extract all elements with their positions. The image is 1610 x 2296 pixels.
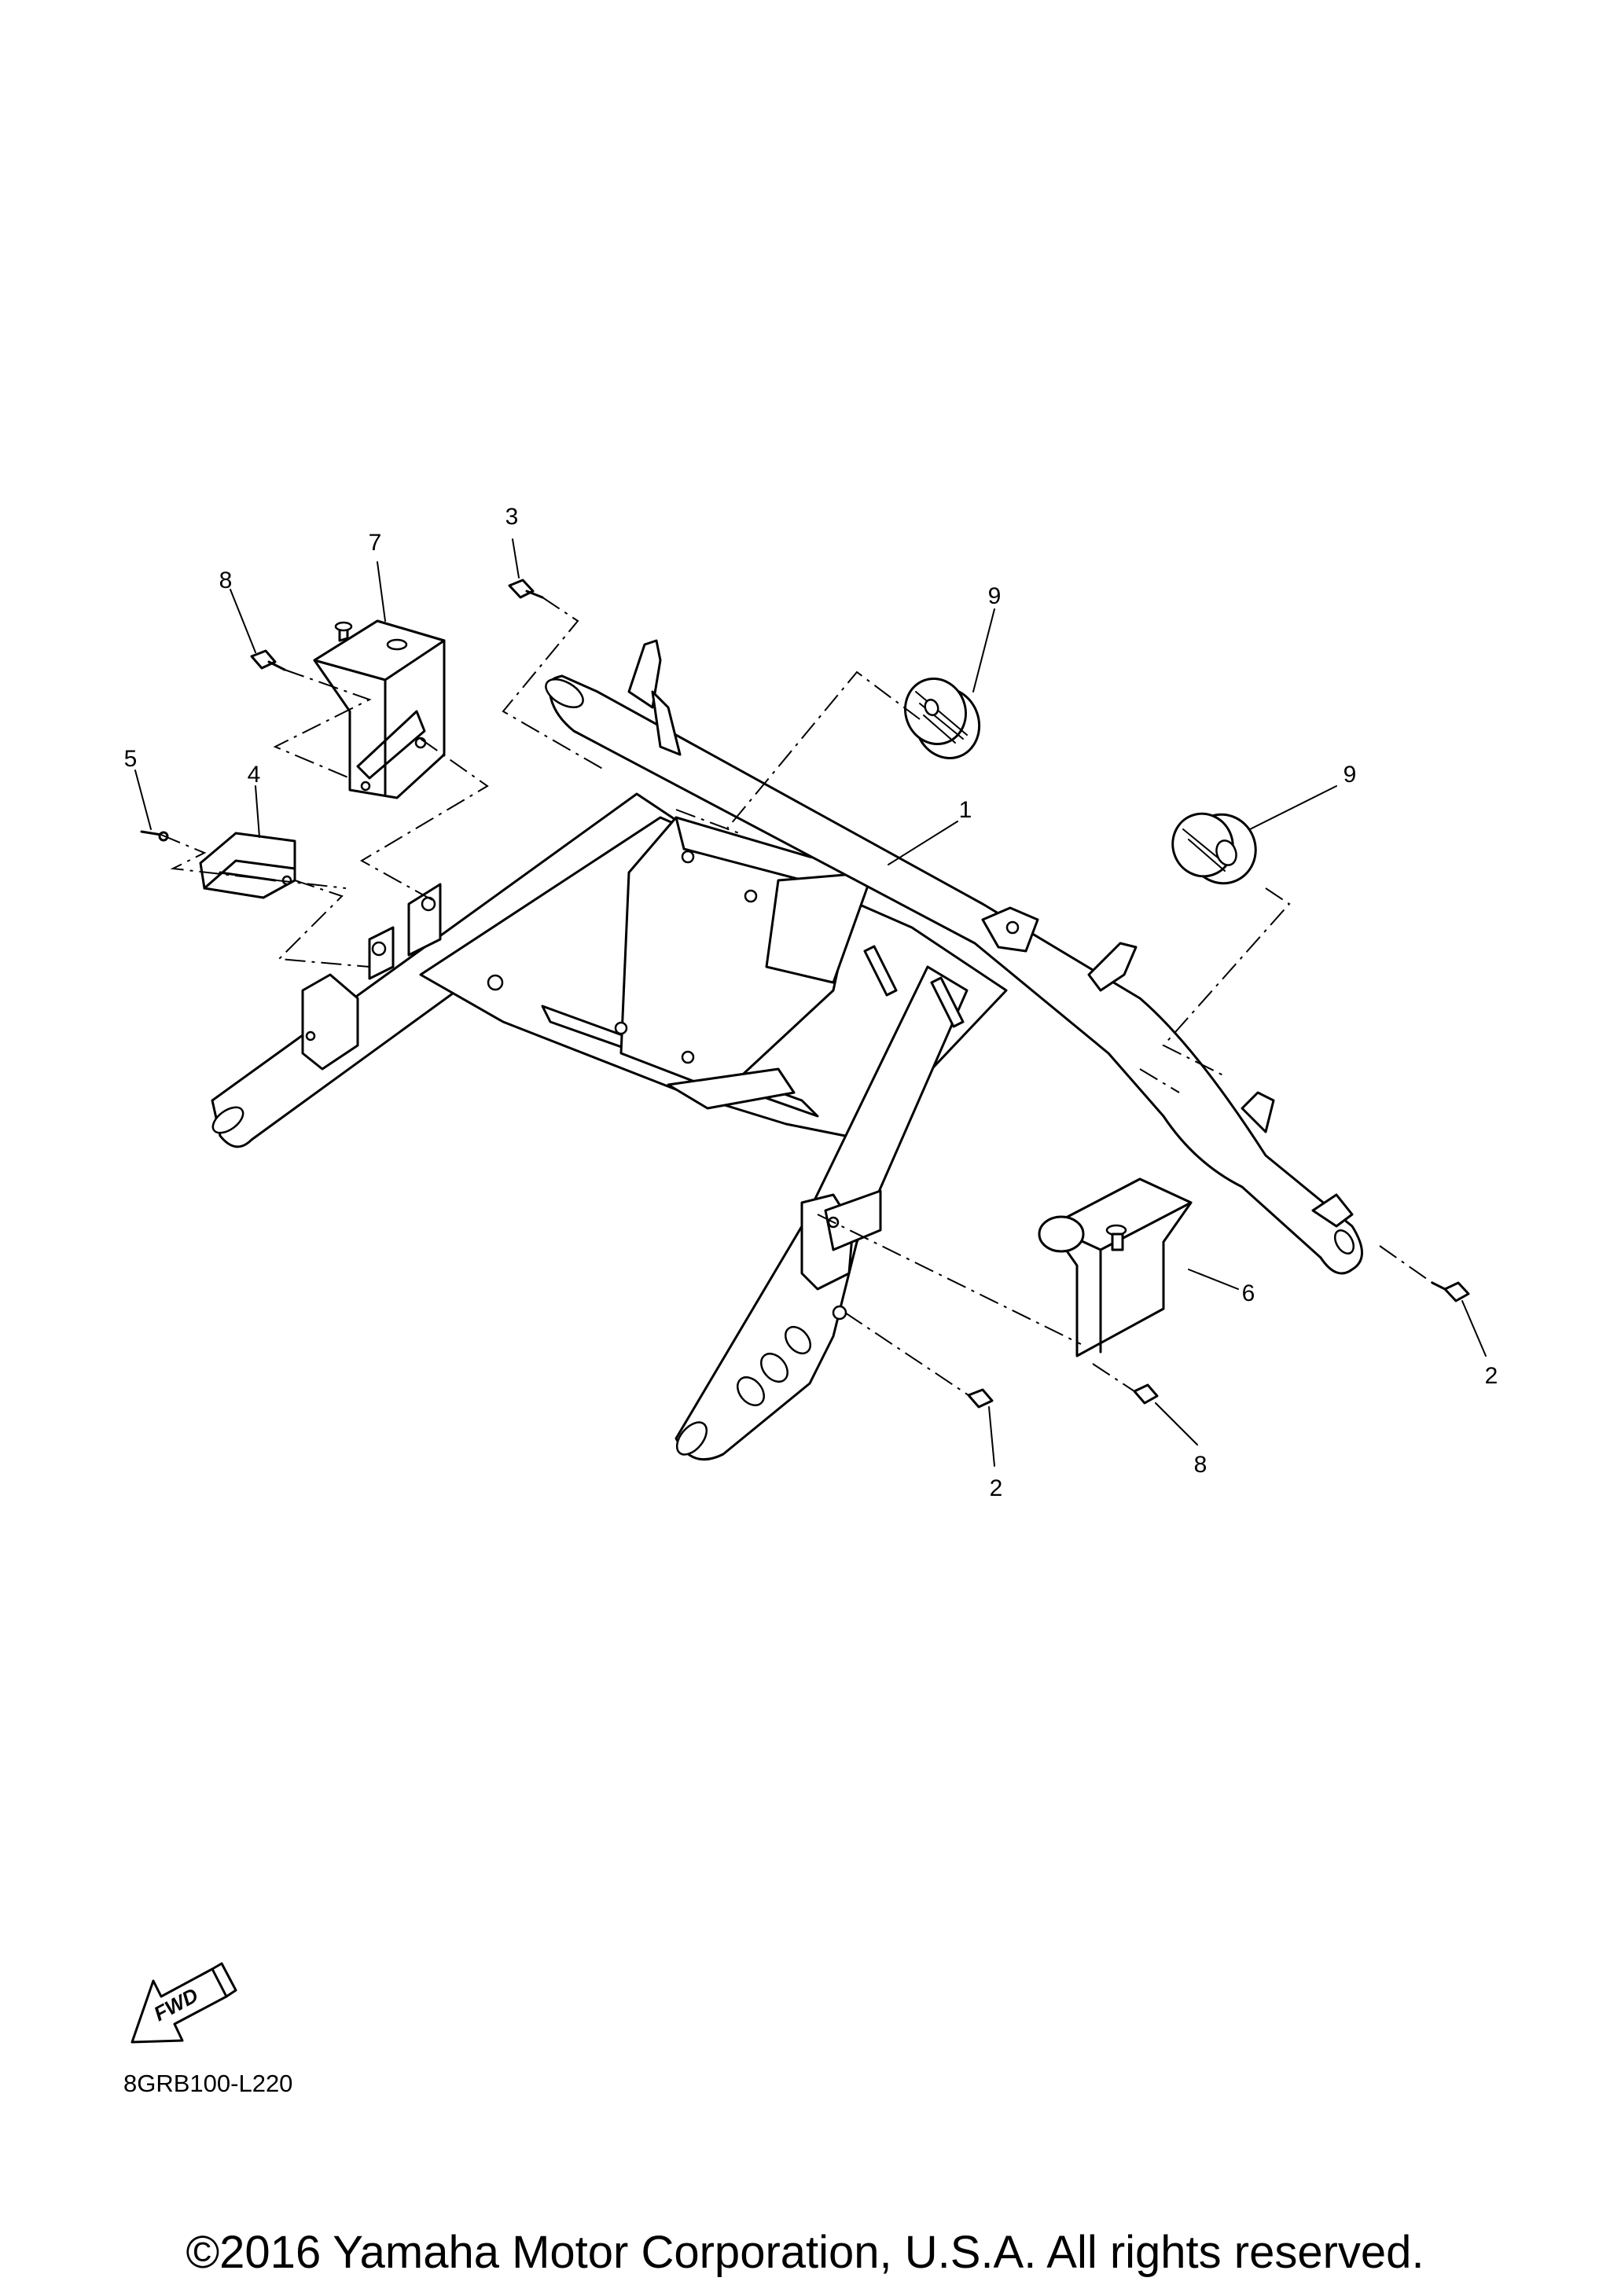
tube-window-2 — [760, 1352, 788, 1383]
callout-4: 4 — [248, 762, 261, 788]
bolt-2-rear — [1431, 1281, 1470, 1302]
left-gusset — [301, 973, 359, 1071]
callout-6: 6 — [1242, 1280, 1255, 1306]
tube-end-left — [211, 1106, 244, 1134]
grommet-9-lower — [1171, 812, 1257, 885]
callout-7: 7 — [369, 530, 382, 556]
tube-window-3 — [784, 1325, 812, 1355]
gusset-hole — [305, 1030, 316, 1041]
callout-2-lower: 2 — [990, 1475, 1003, 1501]
lower-tab — [667, 1067, 796, 1110]
box-hole-4 — [681, 1050, 695, 1064]
bracket-6 — [1038, 1177, 1193, 1357]
bolt-3 — [508, 579, 544, 599]
upper-tab-5 — [1241, 1091, 1275, 1133]
tube-end-rear — [1333, 1229, 1355, 1255]
tube-window-1 — [737, 1376, 765, 1407]
tab-hole-1 — [1005, 920, 1020, 935]
callout-3: 3 — [505, 504, 519, 530]
leader-lines — [134, 538, 1487, 1467]
stud-1 — [863, 945, 898, 997]
copyright-notice: ©2016 Yamaha Motor Corporation, U.S.A. A… — [186, 2227, 1424, 2278]
main-frame — [211, 639, 1363, 1461]
callout-numbers: 3 7 8 9 5 4 9 1 6 2 2 8 — [124, 504, 1498, 1501]
assembly-guides — [160, 597, 1433, 1396]
box-hole-2 — [744, 889, 758, 903]
box-hole-1 — [681, 850, 695, 864]
tube-end-top — [545, 678, 584, 709]
bolt-8-upper — [250, 649, 286, 671]
tube-bolt-hole — [832, 1305, 847, 1321]
diagram-code: 8GRB100-L220 — [123, 2070, 292, 2097]
stud-2 — [930, 976, 965, 1028]
rear-mount-tab — [824, 1189, 882, 1251]
callout-8-upper: 8 — [219, 568, 233, 593]
clip-4 — [199, 832, 296, 899]
bracket-7 — [313, 619, 446, 799]
grommet-9-upper — [904, 677, 981, 759]
fwd-arrow-icon: FWD — [130, 1962, 237, 2044]
bolt-8-lower — [1133, 1383, 1159, 1405]
upper-tab-2 — [651, 690, 682, 756]
tube-end-right — [675, 1421, 708, 1456]
callout-9-lower: 9 — [1344, 762, 1357, 788]
callout-2-rear: 2 — [1485, 1363, 1498, 1389]
box-hole-3 — [614, 1021, 628, 1035]
front-mount-hole — [421, 896, 436, 912]
callout-1: 1 — [959, 797, 972, 823]
rear-bracket — [1311, 1193, 1354, 1228]
bracket-7-top-hole — [386, 638, 408, 651]
bolt-2-lower — [967, 1388, 994, 1409]
front-mount-hole-2 — [371, 941, 387, 957]
floor-hole — [487, 974, 504, 991]
upper-tab-4 — [1087, 942, 1138, 992]
callout-5: 5 — [124, 746, 138, 772]
bracket-6-mount — [1038, 1215, 1085, 1253]
upper-main-tube — [546, 674, 1363, 1275]
callout-8-lower: 8 — [1194, 1452, 1208, 1478]
box-flange — [765, 871, 874, 984]
callout-9-upper: 9 — [988, 583, 1002, 609]
